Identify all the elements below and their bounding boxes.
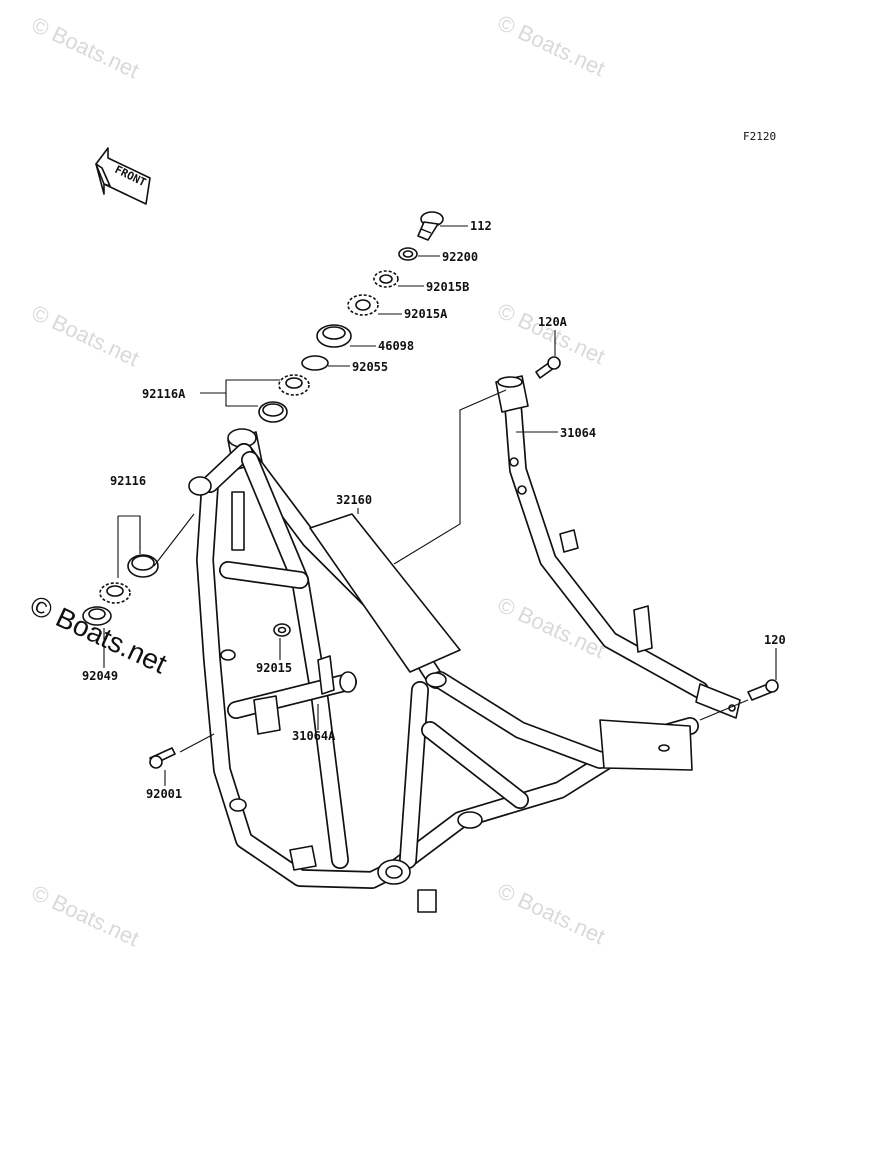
label-92116A: 92116A	[142, 387, 186, 401]
bolt-112	[417, 211, 444, 241]
diagram-code: F2120	[743, 130, 776, 143]
watermark: © Boats.net	[494, 878, 609, 949]
label-112: 112	[470, 219, 492, 233]
label-92200: 92200	[442, 250, 478, 264]
cap-46098	[316, 324, 352, 348]
label-92116: 92116	[110, 474, 146, 488]
watermark: © Boats.net	[494, 10, 609, 81]
race-92116A-lower	[258, 401, 288, 423]
watermark-dark: © Boats.net	[25, 589, 171, 679]
bolt-120	[747, 679, 779, 701]
watermark: © Boats.net	[28, 880, 143, 951]
nut-92015B	[373, 270, 399, 288]
part-labels: 112 92200 92015B 92015A 46098 92055 9211…	[82, 219, 786, 801]
leader-lines	[103, 225, 777, 786]
label-120: 120	[764, 633, 786, 647]
bolt-92001	[149, 747, 176, 769]
label-32160: 32160	[336, 493, 372, 507]
seal-92049	[82, 606, 112, 626]
nut-92015A	[347, 294, 379, 316]
bearing-92116	[99, 582, 131, 604]
label-31064: 31064	[560, 426, 596, 440]
label-92015: 92015	[256, 661, 292, 675]
front-arrow-icon: FRONT	[95, 147, 151, 205]
bolt-120A	[535, 356, 561, 379]
watermark: © Boats.net	[28, 300, 143, 371]
race-92116	[127, 554, 159, 578]
washer-92200	[398, 247, 418, 261]
down-tube-31064	[495, 375, 741, 719]
ring-92055	[301, 355, 329, 371]
label-46098: 46098	[378, 339, 414, 353]
label-92015B: 92015B	[426, 280, 469, 294]
label-92015A: 92015A	[404, 307, 448, 321]
nut-92015	[273, 623, 291, 637]
watermark: © Boats.net	[28, 12, 143, 83]
bearing-92116A-upper	[278, 374, 310, 396]
label-92049: 92049	[82, 669, 118, 683]
label-92055: 92055	[352, 360, 388, 374]
label-31064A: 31064A	[292, 729, 336, 743]
label-92001: 92001	[146, 787, 182, 801]
main-frame-32160	[188, 428, 699, 913]
cross-member-31064A	[227, 655, 357, 735]
label-120A: 120A	[538, 315, 568, 329]
